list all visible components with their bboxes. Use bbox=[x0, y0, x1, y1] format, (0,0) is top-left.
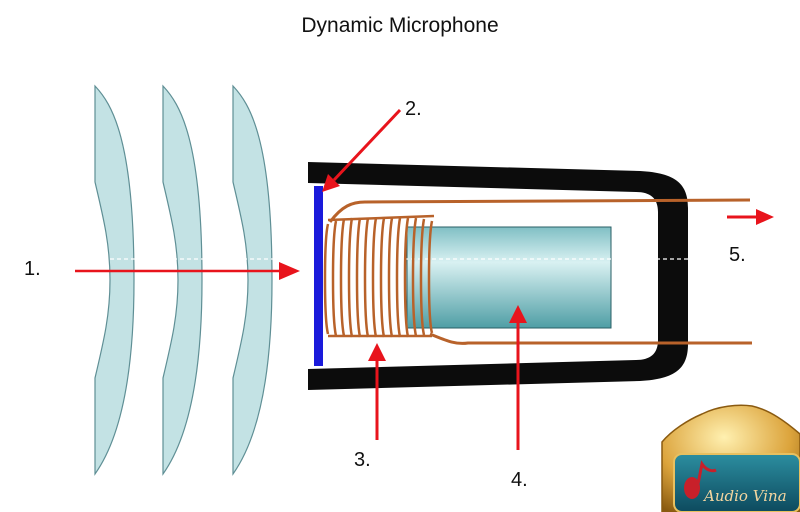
arrow-3 bbox=[368, 343, 386, 440]
housing-bottom bbox=[308, 320, 688, 390]
coil-wires bbox=[328, 198, 752, 345]
sound-wave-3 bbox=[232, 84, 273, 476]
label-3: 3. bbox=[354, 449, 371, 471]
logo-text: Audio Vina bbox=[702, 487, 787, 505]
microphone-housing bbox=[308, 162, 688, 390]
coil-turn bbox=[339, 218, 346, 337]
arrow-4 bbox=[509, 305, 527, 450]
magnet bbox=[406, 226, 612, 329]
coil-turn bbox=[387, 217, 394, 338]
voice-coil bbox=[323, 214, 435, 338]
label-2: 2. bbox=[405, 98, 422, 120]
logo-note-stem bbox=[696, 460, 717, 485]
diagram-title: Dynamic Microphone bbox=[301, 14, 499, 37]
arrows bbox=[75, 108, 774, 450]
label-5: 5. bbox=[729, 244, 746, 266]
logo-note-icon bbox=[684, 477, 700, 499]
sound-wave-1 bbox=[94, 84, 135, 476]
coil-turn bbox=[427, 220, 434, 334]
coil-turn bbox=[395, 217, 402, 338]
coil-turn bbox=[411, 217, 418, 337]
label-4: 4. bbox=[511, 469, 528, 491]
housing-top bbox=[308, 162, 688, 232]
coil-wire-bottom bbox=[429, 332, 752, 345]
arrow-2 bbox=[322, 108, 402, 192]
audio-vina-logo: Audio Vina bbox=[661, 404, 800, 512]
coil-turn bbox=[371, 217, 378, 338]
coil-turn bbox=[331, 220, 338, 337]
coil-turn bbox=[403, 217, 410, 338]
diaphragm bbox=[314, 186, 323, 366]
coil-turn bbox=[379, 217, 386, 338]
coil-turn bbox=[419, 218, 426, 336]
label-1: 1. bbox=[24, 258, 41, 280]
coil-wire-top bbox=[328, 198, 751, 223]
coil-turn bbox=[323, 223, 330, 335]
housing-rear bbox=[658, 230, 688, 322]
coil-turn bbox=[355, 217, 362, 338]
sound-waves bbox=[94, 84, 273, 476]
sound-wave-2 bbox=[162, 84, 203, 476]
coil-turn bbox=[363, 217, 370, 338]
arrow-1 bbox=[75, 262, 300, 280]
arrow-5 bbox=[727, 209, 774, 225]
coil-top-edge bbox=[327, 214, 435, 222]
coil-turn bbox=[347, 217, 354, 338]
